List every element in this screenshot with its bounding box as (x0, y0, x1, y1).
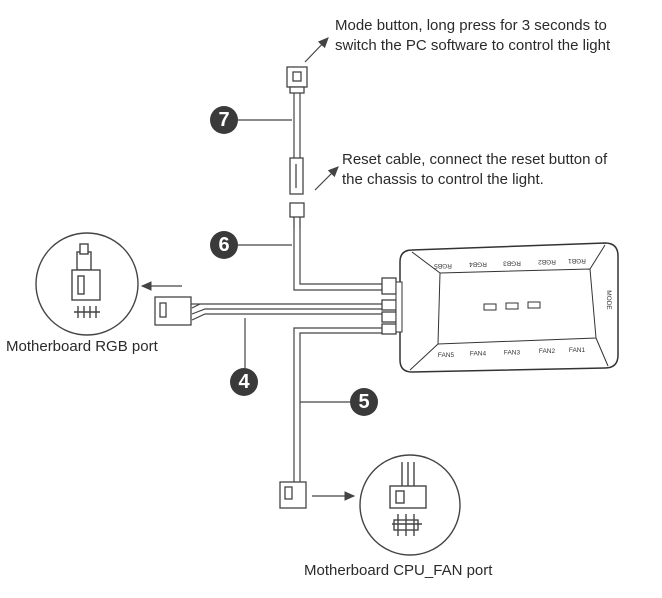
hub-rgb-port-label: RGB4 (469, 261, 487, 268)
hub-fan-port-label: FAN4 (470, 351, 487, 358)
hub-mode-label: MODE (605, 290, 612, 310)
mode-button-note-line-2: switch the PC software to control the li… (335, 37, 611, 54)
reset-cable-note-line-2: the chassis to control the light. (342, 171, 544, 188)
hub-fan-port-label: FAN5 (438, 352, 455, 359)
mode-cable (293, 93, 301, 158)
rgb-port-circle (35, 232, 139, 336)
rgb-cable (190, 303, 382, 321)
mode-button-note-line-1: Mode button, long press for 3 seconds to (335, 17, 607, 34)
badge-4: 4 (230, 368, 258, 396)
badge-7: 7 (210, 106, 238, 134)
controller-hub (381, 242, 619, 373)
hub-rgb-port-label: RGB5 (434, 262, 452, 269)
reset-arrow (314, 166, 339, 191)
rgb-plug (154, 296, 192, 326)
hub-rgb-port-label: RGB3 (503, 259, 521, 266)
hub-fan-port-label: FAN3 (504, 349, 521, 356)
fan-plug (279, 481, 307, 509)
mode-button-connector (286, 66, 308, 94)
reset-cable (293, 228, 382, 291)
cpu-fan-port-label: Motherboard CPU_FAN port (304, 562, 493, 579)
badge-6: 6 (210, 231, 238, 259)
hub-rgb-port-label: RGB1 (568, 257, 586, 264)
rgb-port-label: Motherboard RGB port (6, 338, 158, 355)
fan-port-circle (359, 454, 461, 556)
badge-5: 5 (350, 388, 378, 416)
hub-fan-port-label: FAN1 (569, 347, 586, 354)
mode-arrow (304, 37, 329, 63)
hub-fan-port-label: FAN2 (539, 348, 556, 355)
reset-cable-note-line-1: Reset cable, connect the reset button of (342, 151, 608, 168)
hub-rgb-port-label: RGB2 (538, 258, 556, 265)
fan-cable (293, 327, 382, 482)
reset-connector (289, 157, 305, 228)
